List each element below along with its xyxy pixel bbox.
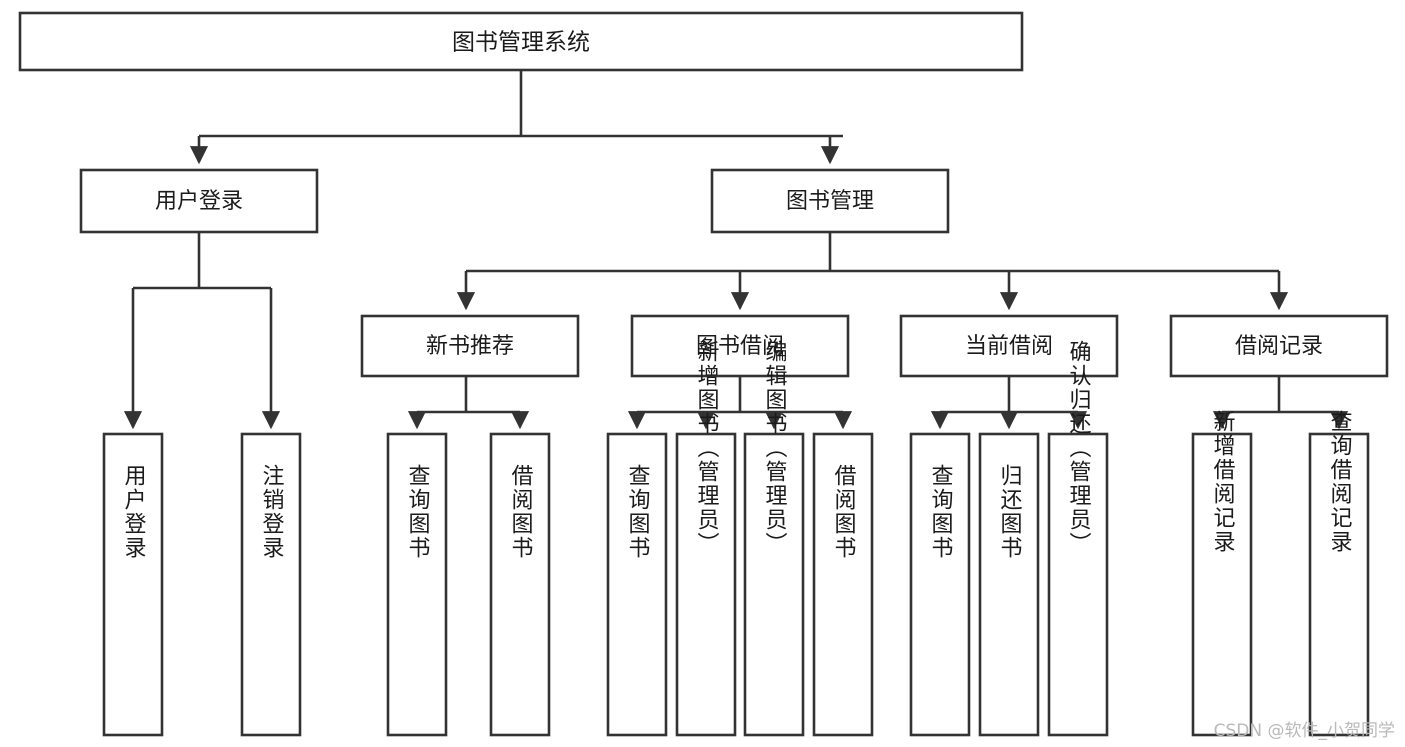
leaf-node[interactable]: 注销登录 [240,432,302,737]
leaf-label: 查询借阅记录 [1327,410,1353,554]
node-new-book-recommend[interactable]: 新书推荐 [360,314,580,378]
leaf-node[interactable]: 归还图书 [978,432,1040,737]
node-book-management-label: 图书管理 [786,189,874,214]
leaf-node[interactable]: 查询借阅记录 [1308,410,1370,737]
leaf-node[interactable]: 新增借阅记录 [1191,410,1253,737]
leaf-label: 查询图书 [625,464,651,560]
leaf-node[interactable]: 确认归还（管理员） [1047,340,1109,737]
node-book-borrow-label: 图书借阅 [696,334,784,359]
node-book-management[interactable]: 图书管理 [710,168,950,234]
leaf-label: 注销登录 [259,464,285,560]
connector-currentborrow-to-leaves [930,376,1088,430]
leaf-node[interactable]: 借阅图书 [812,432,874,737]
leaf-label: 归还图书 [997,464,1023,560]
leaf-node[interactable]: 查询图书 [386,432,448,737]
leaf-label: 编辑图书（管理员） [762,340,788,556]
connector-borrowrecord-to-leaves [1212,376,1349,430]
connector-userlogin-to-leaves [123,232,281,430]
leaf-label: 借阅图书 [831,464,857,560]
leaf-node[interactable]: 编辑图书（管理员） [743,340,805,737]
node-user-login[interactable]: 用户登录 [79,168,319,234]
node-borrow-record[interactable]: 借阅记录 [1169,314,1389,378]
leaf-label: 查询图书 [928,464,954,560]
connector-root-to-level2 [189,70,843,165]
node-borrow-record-label: 借阅记录 [1235,334,1323,359]
leaf-node[interactable]: 借阅图书 [489,432,551,737]
node-current-borrow[interactable]: 当前借阅 [899,314,1119,378]
leaf-label: 借阅图书 [508,464,534,560]
leaf-node[interactable]: 用户登录 [102,432,164,737]
leaf-label: 用户登录 [121,464,147,560]
leaf-label: 确认归还（管理员） [1066,340,1092,556]
connector-bookmgmt-to-level3 [456,232,1289,311]
connector-newbook-to-leaves [407,376,530,430]
connector-bookborrow-to-leaves [627,376,853,430]
node-new-book-recommend-label: 新书推荐 [426,334,514,359]
leaf-label: 新增借阅记录 [1210,410,1236,554]
leaf-node[interactable]: 查询图书 [606,432,668,737]
node-book-borrow[interactable]: 图书借阅 [630,314,850,378]
node-user-login-label: 用户登录 [155,189,243,214]
node-root-system[interactable]: 图书管理系统 [18,11,1024,72]
leaf-node[interactable]: 查询图书 [909,432,971,737]
node-root-label: 图书管理系统 [452,30,590,56]
leaf-label: 新增图书（管理员） [694,340,720,556]
node-current-borrow-label: 当前借阅 [965,334,1053,359]
leaf-node[interactable]: 新增图书（管理员） [675,340,737,737]
leaf-label: 查询图书 [405,464,431,560]
